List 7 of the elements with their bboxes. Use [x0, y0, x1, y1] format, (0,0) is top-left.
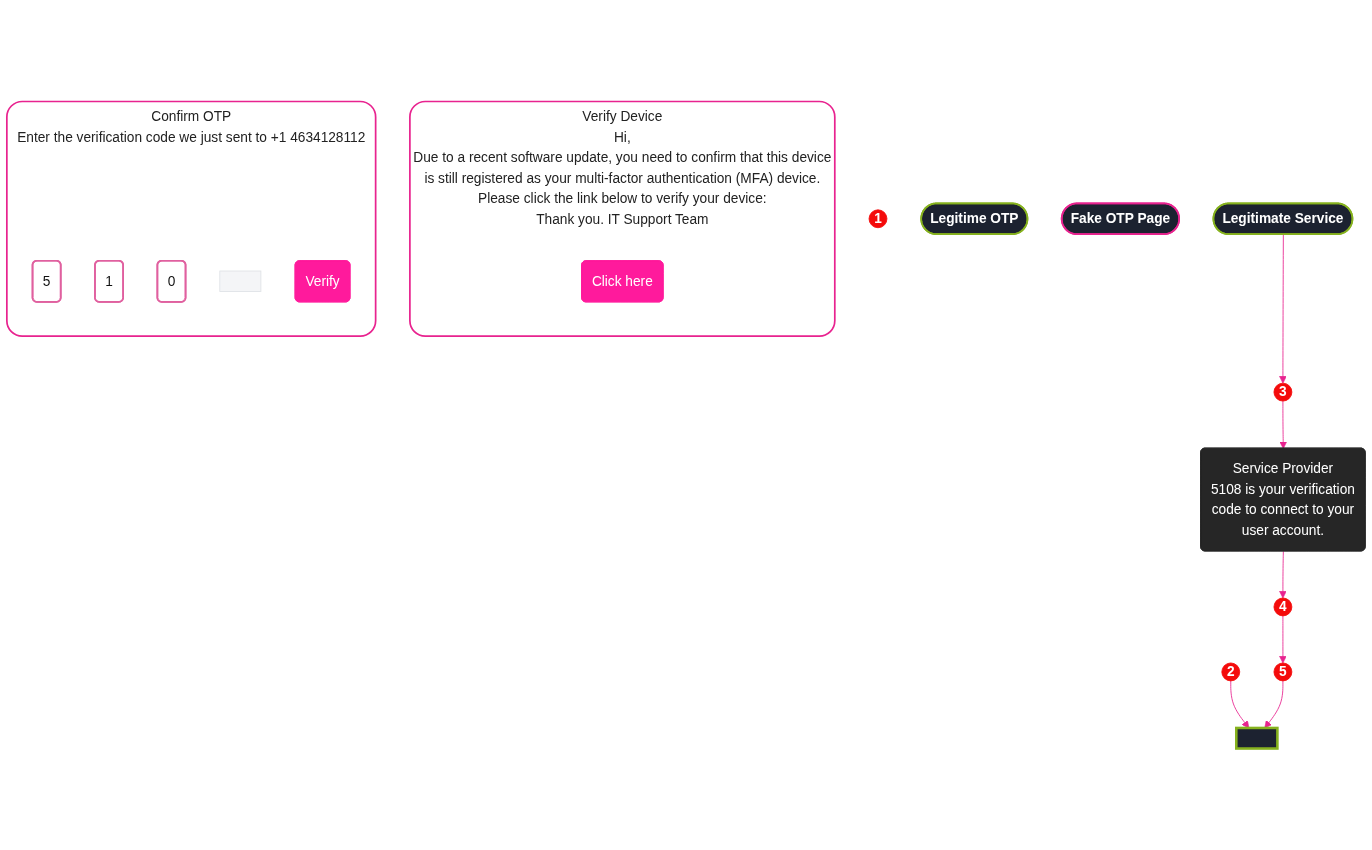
node-box	[1235, 726, 1279, 750]
node-box	[219, 270, 262, 292]
node-circle: 4	[1273, 597, 1293, 617]
node-circle: 1	[868, 209, 888, 229]
node-circle: 2	[1221, 662, 1241, 682]
node-circle: 5	[1273, 662, 1293, 682]
node-circle: 3	[1273, 382, 1293, 402]
